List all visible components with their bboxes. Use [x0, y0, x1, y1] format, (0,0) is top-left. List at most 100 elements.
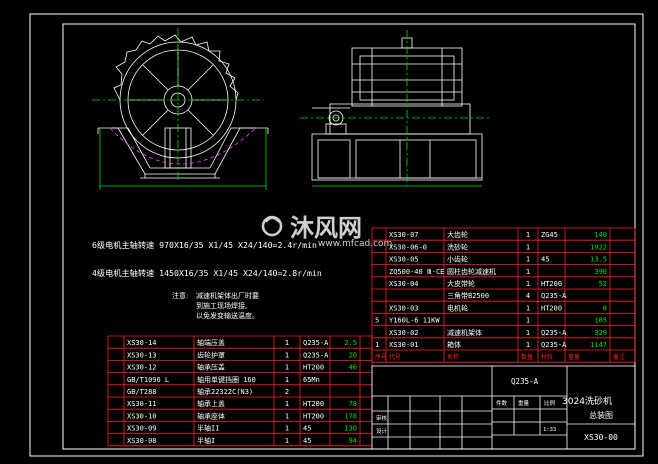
lower-bom-cell-mat: HT200 — [303, 412, 324, 420]
upper-bom-header-cell: 名称 — [447, 353, 459, 361]
upper-bom-cell-qty: 1 — [526, 329, 530, 337]
lower-bom-cell-name: 轴承上盖 — [197, 399, 225, 408]
upper-bom-cell-code: ZQ500-40 Ⅲ-CE — [389, 268, 444, 276]
drive-note-4-pole: 4级电机主轴转速 1450X16/35 X1/45 X24/140=2.8r/m… — [92, 268, 322, 278]
watermark-logo-icon — [261, 215, 283, 237]
lower-bom-cell-code: XS30-11 — [127, 400, 157, 408]
upper-bom-cell-qty: 1 — [526, 304, 530, 312]
lower-bom-cell-code: XS30-12 — [127, 364, 157, 372]
lower-bom-cell-mat: HT200 — [303, 400, 324, 408]
lower-bom-cell-weight: 178 — [344, 412, 357, 420]
lower-bom-cell-name: 轴承22322C(N3) — [197, 387, 253, 396]
notes-line-1: 减速机架体出厂时要 — [196, 291, 259, 300]
upper-bom-cell-weight: 185 — [594, 317, 607, 325]
upper-bom-cell-mat: ZG45 — [541, 231, 558, 239]
lower-bom-cell-weight: 94 — [349, 437, 357, 445]
upper-bom-header-cell: 备注 — [613, 353, 625, 361]
title-block-label-check: 审核 — [376, 414, 388, 422]
upper-bom-cell-weight: 390 — [594, 268, 607, 276]
upper-bom-cell-weight: 13.5 — [590, 256, 607, 264]
lower-bom-cell-code: XS30-13 — [127, 351, 157, 359]
side-view-centerlines — [300, 30, 490, 187]
title-block-label-weight: 重量 — [518, 399, 530, 407]
upper-bom-cell-mat: Q235-A — [541, 329, 567, 337]
upper-bom-cell-mat: HT200 — [541, 304, 562, 312]
title-block-material: Q235-A — [511, 377, 539, 386]
upper-bom-cell-qty: 1 — [526, 243, 530, 251]
upper-bom-cell-name: 圆柱齿轮减速机 — [447, 267, 496, 276]
upper-bom-cell-code: Y160L-6 11KW — [389, 317, 440, 325]
upper-bom-header-cell: 重量 — [568, 353, 580, 361]
title-block-subtitle: 总装图 — [589, 410, 613, 420]
upper-bom-cell-qty: 1 — [526, 256, 530, 264]
watermark-brand: 沐风网 — [290, 214, 362, 242]
upper-bom-cell-name: 三角带B2500 — [447, 291, 489, 300]
lower-bom-cell-qty: 1 — [285, 339, 289, 347]
upper-bom-cell-name: 箱体 — [447, 340, 461, 349]
upper-bom-cell-qty: 1 — [526, 231, 530, 239]
lower-bom-cell-weight: 78 — [349, 400, 357, 408]
lower-bom-cell-qty: 1 — [285, 376, 289, 384]
lower-bom-cell-weight: 2.5 — [344, 339, 357, 347]
lower-bom-cell-mat: 45 — [303, 425, 311, 433]
upper-bom-cell-name: 减速机架体 — [447, 328, 482, 337]
upper-bom-cell-code: XS30-06-0 — [389, 243, 427, 251]
lower-bom-cell-code: GB/T288 — [127, 388, 157, 396]
upper-bom-cell-name: 大皮带轮 — [447, 279, 475, 288]
upper-bom-cell-name: 洗砂轮 — [447, 242, 468, 251]
upper-bom-cell-qty: 4 — [526, 292, 530, 300]
upper-bom-cell-code: XS30-03 — [389, 304, 419, 312]
side-view — [311, 37, 483, 181]
lower-bom-cell-name: 轴承座体 — [197, 411, 225, 420]
lower-bom-cell-code: XS30-08 — [127, 437, 157, 445]
upper-bom-cell-name: 小齿轮 — [447, 255, 468, 264]
outer-border — [29, 13, 644, 457]
lower-bom-cell-mat: Q235-A — [303, 339, 329, 347]
lower-bom-cell-qty: 1 — [285, 400, 289, 408]
lower-bom-cell-name: 轴用单键挡圈 160 — [197, 375, 256, 384]
lower-bom-cell-name: 轴承压盖 — [197, 363, 225, 372]
upper-bom-cell-mat: Q235-A — [541, 341, 567, 349]
upper-bom-cell-qty: 1 — [526, 341, 530, 349]
title-block-label-design: 设计 — [376, 427, 388, 435]
lower-bom-cell-qty: 1 — [285, 437, 289, 445]
lower-bom-cell-weight: 20 — [349, 351, 357, 359]
upper-bom-cell-code: XS30-04 — [389, 280, 419, 288]
lower-bom-cell-qty: 1 — [285, 425, 289, 433]
lower-bom-cell-code: XS30-14 — [127, 339, 157, 347]
upper-bom-cell-weight: 329 — [594, 329, 607, 337]
upper-bom-cell-code: XS30-02 — [389, 329, 419, 337]
title-block-label-scale: 比例 — [544, 399, 556, 407]
upper-bom-cell-name: 大齿轮 — [447, 230, 468, 239]
upper-bom-cell-idx: 5 — [375, 317, 379, 325]
watermark: 沐风网 www.mfcad.com — [261, 214, 392, 249]
title-block-scale: 1:33 — [543, 427, 556, 433]
upper-bom-cell-mat: 45 — [541, 256, 549, 264]
lower-bom-cell-name: 齿轮护罩 — [197, 350, 225, 359]
lower-bom-cell-qty: 2 — [285, 388, 289, 396]
upper-bom-cell-code: XS30-05 — [389, 256, 419, 264]
title-block — [371, 365, 636, 450]
front-view-wheel — [97, 34, 269, 179]
upper-bom-cell-mat: Q235-A — [541, 292, 567, 300]
lower-bom-cell-weight: 130 — [344, 425, 357, 433]
upper-bom-cell-weight: 8 — [603, 304, 607, 312]
upper-bom-header-cell: 代号 — [389, 353, 401, 361]
lower-bom-cell-qty: 1 — [285, 412, 289, 420]
upper-bom-cell-mat: HT200 — [541, 280, 562, 288]
lower-bom-cell-qty: 1 — [285, 364, 289, 372]
lower-bom-cell-mat: Q235-A — [303, 351, 329, 359]
upper-bom-cell-qty: 1 — [526, 280, 530, 288]
upper-bom-header-cell: 材料 — [541, 353, 553, 361]
upper-bom-header-cell: 序号 — [375, 353, 387, 361]
notes-line-3: 以免发变输送温度。 — [196, 311, 259, 320]
lower-bom-cell-name: 半轴I — [197, 436, 215, 445]
notes-label: 注意: — [172, 291, 188, 300]
upper-bom-cell-name: 电机轮 — [447, 303, 468, 312]
upper-bom-cell-weight: 52 — [599, 280, 607, 288]
title-block-label-count: 件数 — [496, 399, 508, 407]
upper-bom-cell-weight: 1147 — [590, 341, 607, 349]
title-block-drawing-no: XS30-00 — [584, 433, 618, 442]
